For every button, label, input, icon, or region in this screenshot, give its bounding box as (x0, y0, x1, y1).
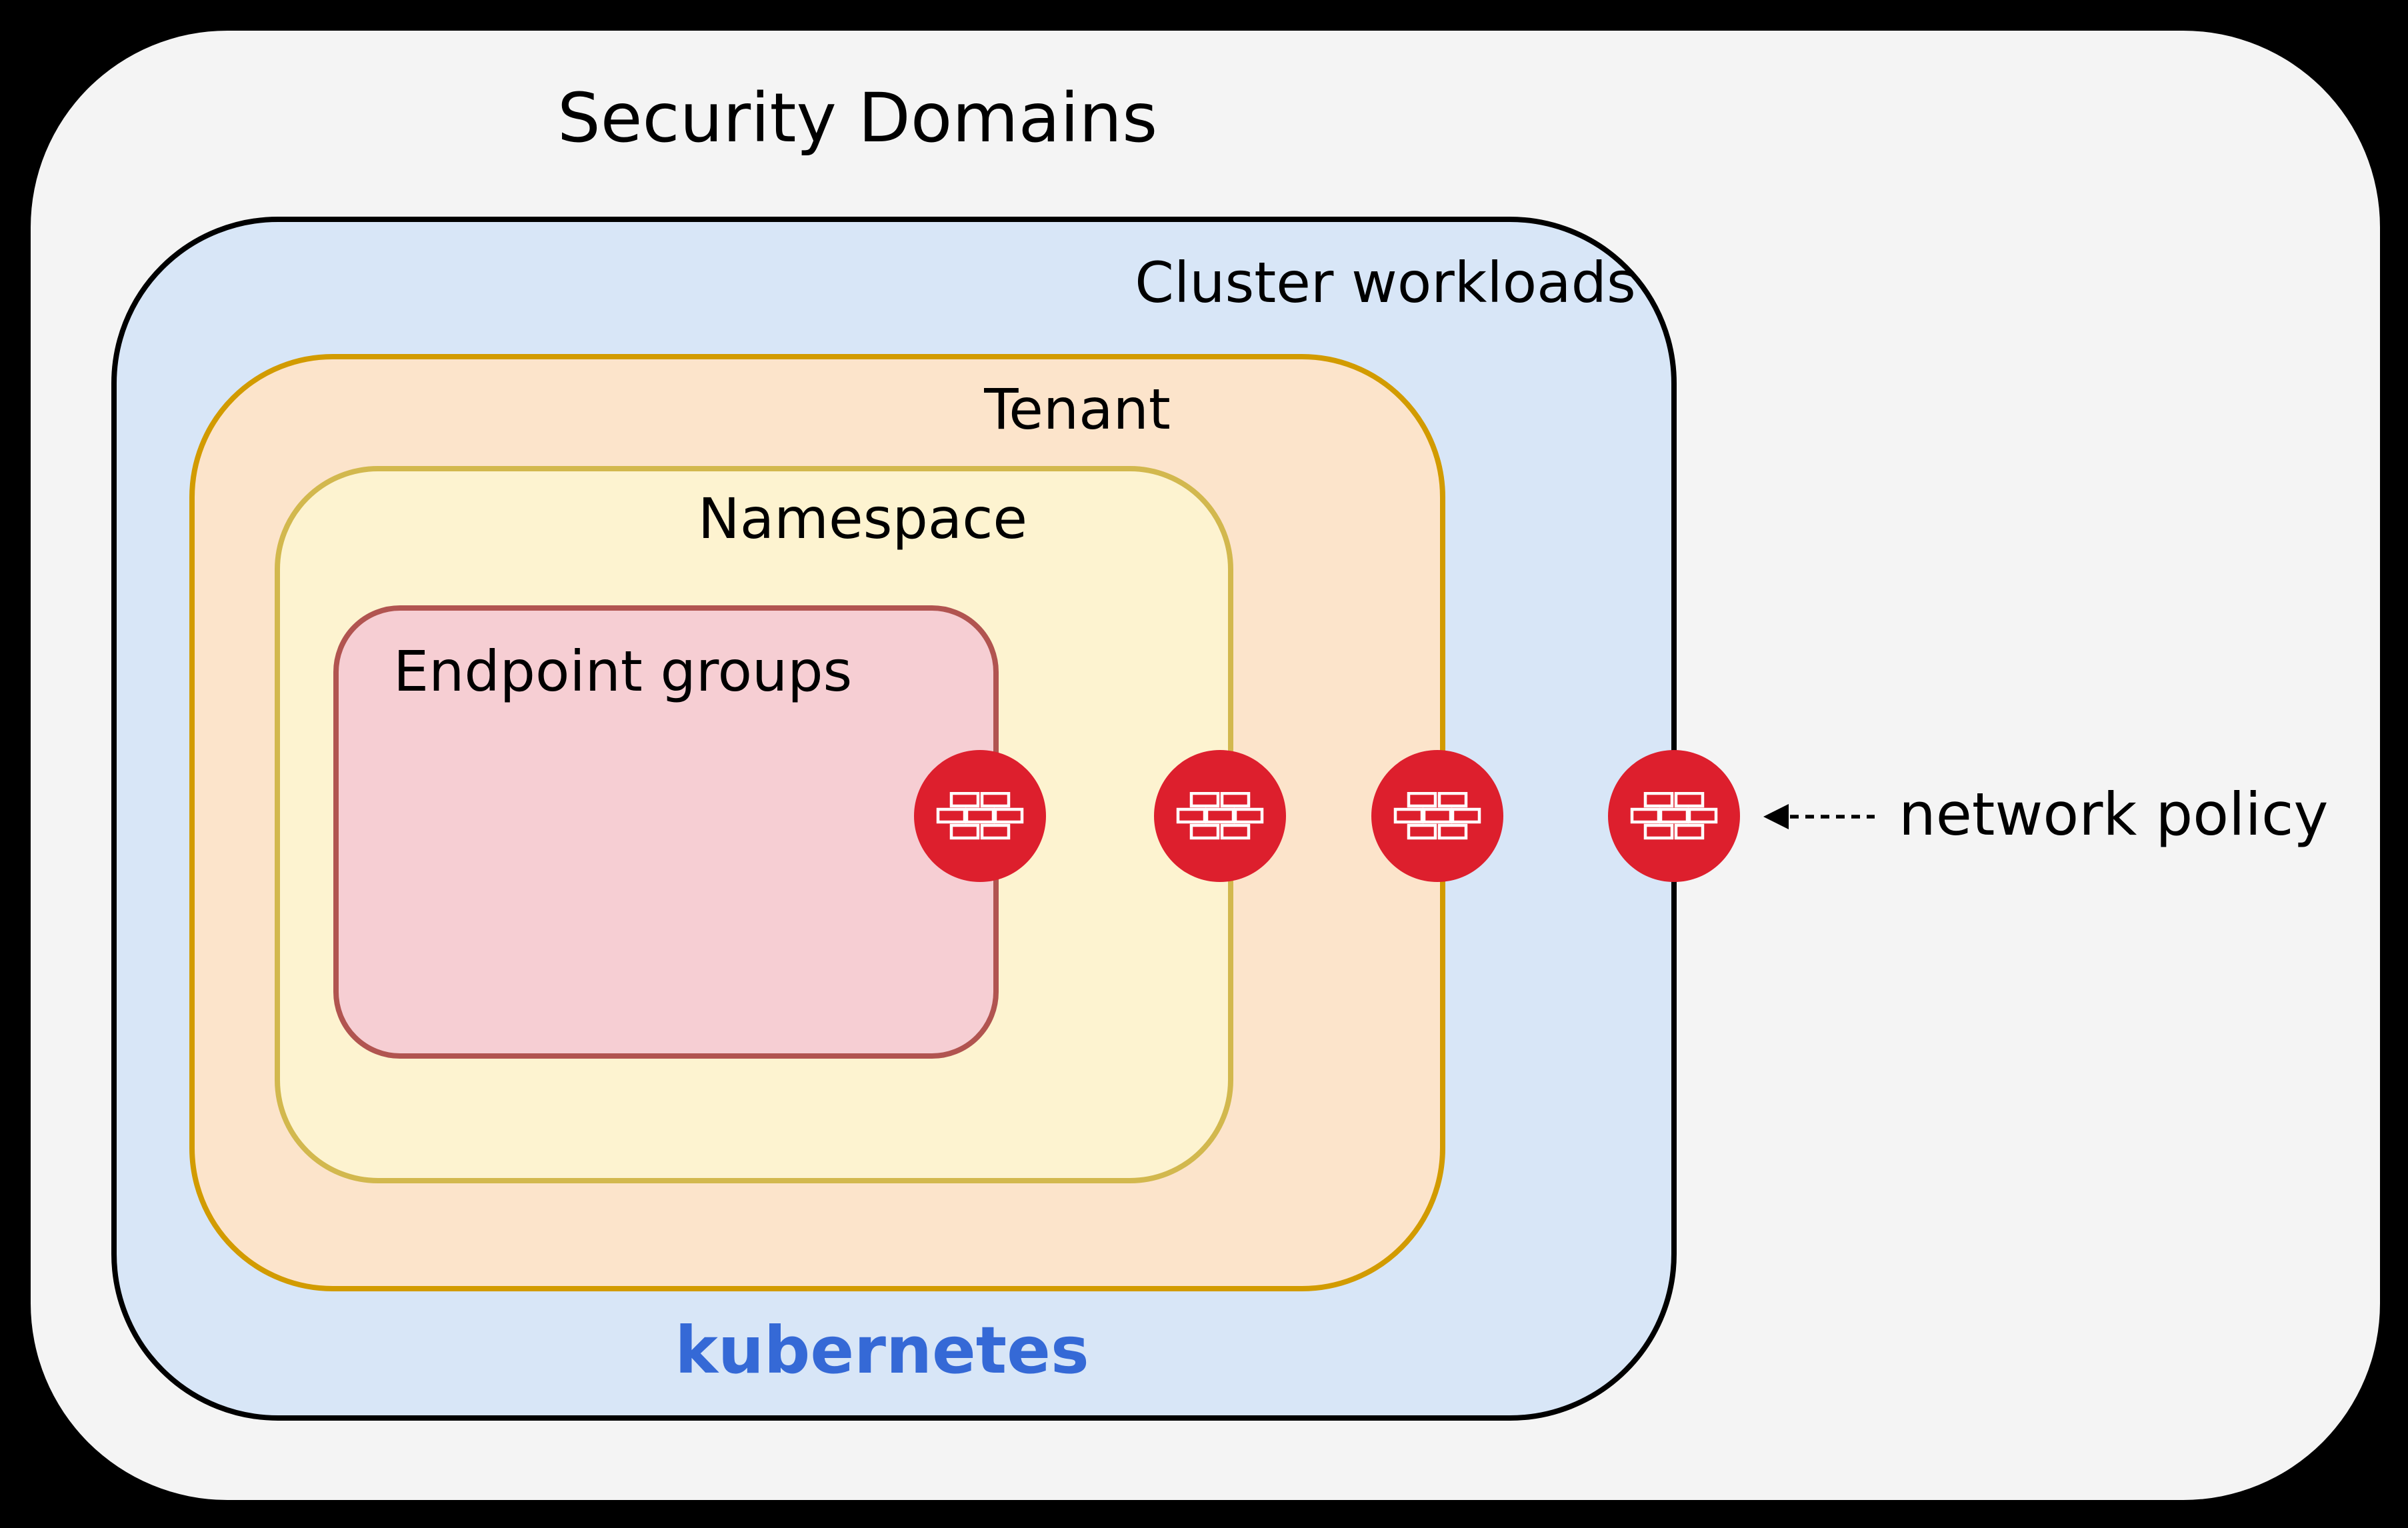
firewall-circle-cluster-boundary (1608, 750, 1740, 882)
firewall-circle-tenant-boundary (1371, 750, 1503, 882)
tenant-box: Tenant Namespace Endpoint groups (189, 354, 1445, 1291)
firewall-brick-wall-icon (936, 792, 1024, 840)
namespace-label: Namespace (697, 486, 1028, 551)
kubernetes-wordmark: kubernetes (675, 1313, 1089, 1388)
network-policy-arrow (1763, 804, 1875, 829)
namespace-box: Namespace Endpoint groups (275, 466, 1233, 1183)
firewall-brick-wall-icon (1176, 792, 1264, 840)
cluster-workloads-label: Cluster workloads (1135, 250, 1636, 315)
endpoint-groups-box: Endpoint groups (333, 605, 999, 1059)
firewall-circle-endpoint-boundary (914, 750, 1046, 882)
firewall-brick-wall-icon (1393, 792, 1481, 840)
firewall-brick-wall-icon (1630, 792, 1718, 840)
endpoint-groups-label: Endpoint groups (393, 639, 853, 704)
firewall-circle-namespace-boundary (1154, 750, 1286, 882)
security-domains-panel: Security Domains Cluster workloads Tenan… (31, 31, 2380, 1500)
network-policy-label: network policy (1899, 780, 2329, 849)
diagram-title: Security Domains (557, 79, 1158, 158)
tenant-label: Tenant (984, 377, 1171, 442)
